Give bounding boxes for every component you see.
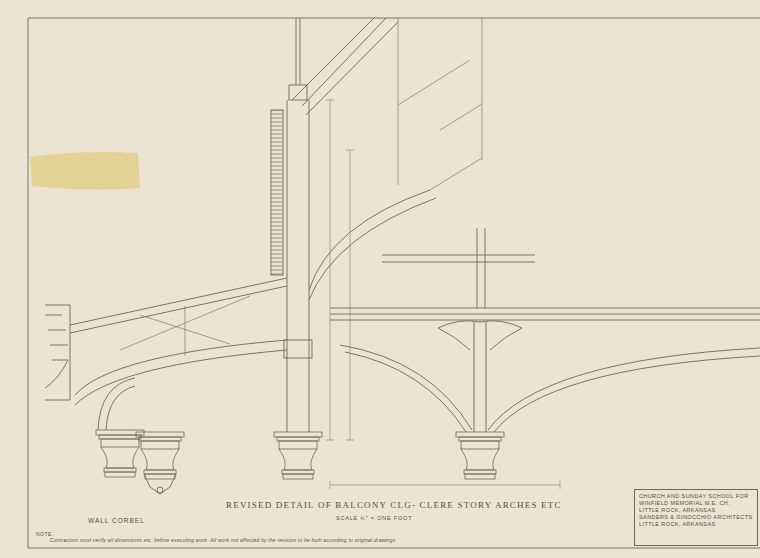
wall-corbel bbox=[96, 430, 144, 477]
arch-rib bbox=[75, 340, 287, 405]
wall-molding bbox=[45, 305, 70, 400]
title-block-line: CHURCH AND SUNDAY SCHOOL FOR bbox=[639, 493, 753, 500]
ceiling-brace bbox=[309, 190, 436, 300]
truss-brace bbox=[120, 296, 250, 356]
clere-story-beam bbox=[330, 308, 760, 320]
title-block-line: WINFIELD MEMORIAL M.E. CH. bbox=[639, 500, 753, 507]
column bbox=[287, 18, 309, 432]
scale-note: SCALE ¾" = ONE FOOT bbox=[336, 515, 412, 521]
clere-story-arch bbox=[340, 345, 760, 432]
impost bbox=[284, 340, 312, 358]
capital bbox=[456, 432, 504, 479]
pendant-capital bbox=[136, 432, 184, 479]
note-heading: NOTE. bbox=[36, 531, 54, 537]
section-lines bbox=[28, 18, 760, 548]
dimension-line bbox=[326, 100, 560, 489]
capital bbox=[274, 432, 322, 479]
window-frame bbox=[398, 18, 482, 190]
top-chord bbox=[70, 278, 287, 333]
title-block-line: SANDERS & GINOCCHIO ARCHITECTS bbox=[639, 514, 753, 521]
title-block-line: LITTLE ROCK, ARKANSAS bbox=[639, 507, 753, 514]
drawing-title: REVISED DETAIL OF BALCONY CLG- CLERE STO… bbox=[226, 500, 562, 510]
angel-figure bbox=[438, 321, 522, 432]
title-block: CHURCH AND SUNDAY SCHOOL FORWINFIELD MEM… bbox=[634, 489, 758, 546]
detail-label: WALL CORBEL bbox=[88, 517, 145, 524]
title-block-line: LITTLE ROCK, ARKANSAS bbox=[639, 521, 753, 528]
post-and-rail bbox=[382, 228, 535, 308]
general-note: Contractors must verify all dimensions e… bbox=[50, 537, 397, 543]
pendant-drop bbox=[144, 474, 176, 494]
sheet-border bbox=[28, 18, 760, 548]
pendant-knob bbox=[157, 487, 163, 493]
rafter bbox=[292, 18, 398, 115]
corbel-arch bbox=[98, 378, 135, 430]
stair-hatch bbox=[271, 110, 283, 275]
tape-stain bbox=[30, 152, 140, 190]
